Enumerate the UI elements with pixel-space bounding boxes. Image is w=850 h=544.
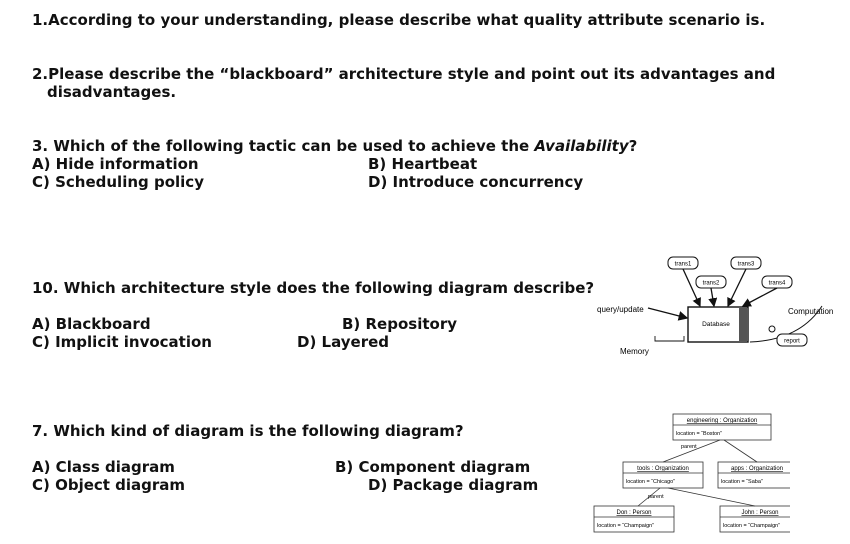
trans2-label: trans2: [703, 281, 720, 287]
arrow-trans4: [741, 287, 778, 307]
engineering-attr: location = “Boston”: [676, 431, 722, 437]
question-3: 3. Which of the following tactic can be …: [32, 137, 637, 155]
database-stripe: [739, 308, 747, 341]
q7-option-a: A) Class diagram: [32, 458, 175, 476]
john-box: [719, 505, 790, 533]
q7-option-b: B) Component diagram: [335, 458, 531, 476]
database-label: Database: [702, 321, 730, 328]
arrow-trans1: [682, 268, 701, 308]
q10-option-c: C) Implicit invocation: [32, 333, 212, 351]
question-3-emphasis: Availability: [534, 137, 629, 155]
query-update-label: query/update: [597, 305, 644, 314]
q3-option-b: B) Heartbeat: [368, 155, 478, 173]
parent-label-top: parent: [681, 444, 697, 450]
john-title: John : Person: [741, 510, 778, 516]
q3-option-a: A) Hide information: [32, 155, 199, 173]
apps-attr: location = “Saba”: [721, 479, 763, 485]
report-box: [776, 333, 808, 347]
q10-option-b: B) Repository: [342, 315, 457, 333]
tools-attr: location = “Chicago”: [626, 479, 675, 485]
arrow-query: [647, 307, 689, 321]
don-attr: location = “Champaign”: [597, 523, 654, 529]
question-2-line-2: disadvantages.: [47, 83, 177, 101]
repository-diagram: Database trans1 trans2 trans3 trans4 que…: [597, 256, 833, 356]
trans4-label: trans4: [769, 281, 786, 287]
question-7: 7. Which kind of diagram is the followin…: [32, 422, 464, 440]
tools-title: tools : Organization: [637, 466, 689, 472]
arrow-trans3: [727, 268, 747, 308]
q7-option-d: D) Package diagram: [368, 476, 539, 494]
computation-label: Computation: [788, 307, 833, 316]
trans3-label: trans3: [738, 262, 755, 268]
don-title: Don : Person: [616, 510, 651, 516]
engineering-box: [672, 413, 772, 441]
tools-box: [622, 461, 704, 489]
computation-arc: [749, 305, 823, 343]
engineering-title: engineering : Organization: [687, 418, 757, 424]
object-diagram: engineering : Organization location = “B…: [593, 413, 790, 533]
arrow-trans2: [708, 287, 718, 308]
database-box: [687, 306, 749, 343]
q3-option-c: C) Scheduling policy: [32, 173, 204, 191]
memory-label: Memory: [620, 347, 649, 356]
john-attr: location = “Champaign”: [723, 523, 780, 529]
don-box: [593, 505, 675, 533]
computation-node: [768, 325, 776, 333]
report-label: report: [784, 339, 800, 345]
trans1-label: trans1: [675, 262, 692, 268]
question-3-prefix: 3. Which of the following tactic can be …: [32, 137, 535, 155]
parent-label-bottom: parent: [648, 494, 664, 500]
question-2-line-1: 2.Please describe the “blackboard” archi…: [32, 65, 776, 83]
memory-bracket: [654, 336, 685, 342]
apps-title: apps : Organization: [731, 466, 783, 472]
q10-option-d: D) Layered: [297, 333, 390, 351]
question-10: 10. Which architecture style does the fo…: [32, 279, 595, 297]
apps-box: [717, 461, 790, 489]
q10-option-a: A) Blackboard: [32, 315, 151, 333]
question-1: 1.According to your understanding, pleas…: [32, 11, 766, 29]
q3-option-d: D) Introduce concurrency: [368, 173, 584, 191]
q7-option-c: C) Object diagram: [32, 476, 186, 494]
question-3-suffix: ?: [628, 137, 638, 155]
